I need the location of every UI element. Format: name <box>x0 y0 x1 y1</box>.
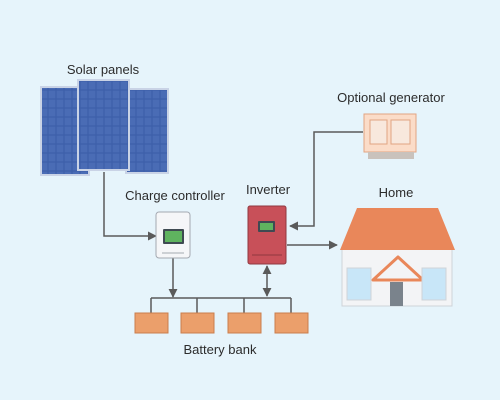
house-icon <box>340 208 455 307</box>
generator-icon <box>363 113 417 159</box>
solar-panels-label: Solar panels <box>66 62 140 77</box>
home-label: Home <box>378 185 414 200</box>
optional-generator-label: Optional generator <box>337 90 445 105</box>
inverter-icon <box>247 205 287 265</box>
solar-panel-icon <box>40 79 169 176</box>
battery-icon <box>134 312 309 334</box>
charge-controller-icon <box>155 211 191 259</box>
inverter-label: Inverter <box>245 182 291 197</box>
battery-bank-label: Battery bank <box>183 342 257 357</box>
wiring <box>103 131 363 314</box>
charge-controller-label: Charge controller <box>125 188 225 203</box>
